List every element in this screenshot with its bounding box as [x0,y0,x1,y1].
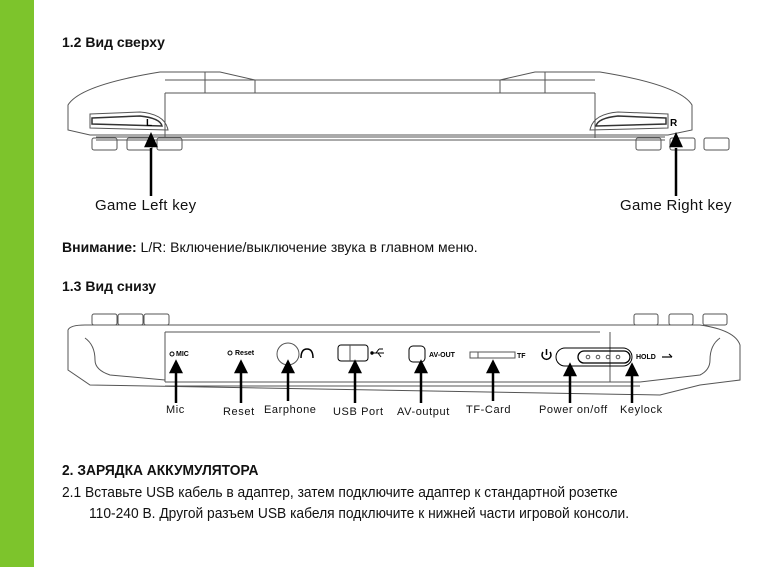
mark-mic: MIC [176,351,189,358]
heading-charging: 2. ЗАРЯДКА АККУМУЛЯТОРА [62,462,259,479]
heading-top-view: 1.2 Вид сверху [62,34,165,50]
mark-tf: TF [517,353,526,360]
callout-tf-card: TF-Card [466,404,512,416]
arrow-right-key [669,131,683,148]
mark-hold: HOLD [636,354,656,361]
callout-earphone: Earphone [264,404,317,416]
accent-sidebar-bar [0,0,34,567]
mark-av-out: AV-OUT [429,352,456,359]
mark-reset: Reset [235,350,255,357]
arrow-left-key [144,131,158,148]
note-bold-label: Внимание: [62,239,137,255]
charging-line-1: 2.1 Вставьте USB кабель в адаптер, затем… [62,484,618,501]
power-icon [541,349,552,361]
callout-mic: Mic [166,404,185,416]
key-label-l: L [146,118,152,129]
key-label-r: R [670,118,678,129]
callout-usb-port: USB Port [333,406,384,418]
label-game-right-key: Game Right key [620,197,732,214]
callout-reset: Reset [223,406,255,418]
heading-bottom-view: 1.3 Вид снизу [62,278,157,294]
callout-av-output: AV-output [397,406,450,418]
callout-power: Power on/off [539,404,608,416]
note-line: Внимание: L/R: Включение/выключение звук… [62,239,478,255]
label-game-left-key: Game Left key [95,197,197,214]
note-text: L/R: Включение/выключение звука в главно… [136,239,478,255]
charging-line-2: 110-240 В. Другой разъем USB кабеля подк… [89,505,630,522]
callout-keylock: Keylock [620,404,663,416]
